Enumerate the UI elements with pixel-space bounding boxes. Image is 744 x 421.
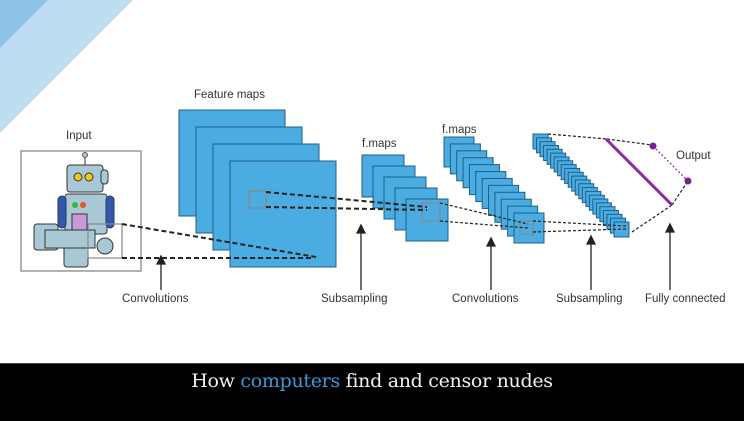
stage-label-convolutions: Convolutions — [122, 293, 189, 305]
label-input: Input — [66, 130, 92, 142]
fully-connected-layer — [604, 137, 674, 207]
output-node — [684, 177, 692, 185]
label-output: Output — [676, 150, 711, 162]
stage-label-subsampling-2: Subsampling — [556, 293, 623, 305]
caption-highlight: computers — [240, 370, 340, 392]
caption-text-after: find and censor nudes — [339, 370, 553, 392]
input-image — [20, 150, 142, 272]
background-stripe-dark — [0, 0, 48, 48]
output-node — [649, 142, 657, 150]
feature-maps-stack — [178, 109, 337, 268]
caption-text-before: How — [191, 370, 241, 392]
label-fmaps-1: f.maps — [362, 138, 397, 150]
background-stripe-light — [0, 0, 133, 133]
fmaps-subsampled-2-stack — [532, 133, 630, 238]
stage-label-subsampling: Subsampling — [321, 293, 388, 305]
stage-arrows — [155, 222, 676, 290]
feature-map — [513, 212, 545, 244]
feature-map — [613, 221, 630, 238]
label-fmaps-2: f.maps — [442, 124, 477, 136]
output-link — [652, 145, 689, 182]
receptive-field — [87, 223, 123, 259]
feature-map-window — [248, 190, 267, 209]
video-caption: How computers find and censor nudes — [0, 370, 744, 392]
label-feature-maps: Feature maps — [194, 89, 265, 101]
stage-label-convolutions-2: Convolutions — [452, 293, 519, 305]
fmaps-subsampled-stack — [361, 154, 449, 242]
stage-label-fully-connected: Fully connected — [645, 293, 726, 305]
caption-bar: How computers find and censor nudes — [0, 363, 744, 421]
cnn-diagram: Input Feature maps f.maps f.maps Output … — [0, 0, 726, 305]
connection-lines — [121, 133, 689, 259]
fmaps-conv-stack — [443, 136, 545, 244]
fmaps-window — [421, 202, 441, 222]
